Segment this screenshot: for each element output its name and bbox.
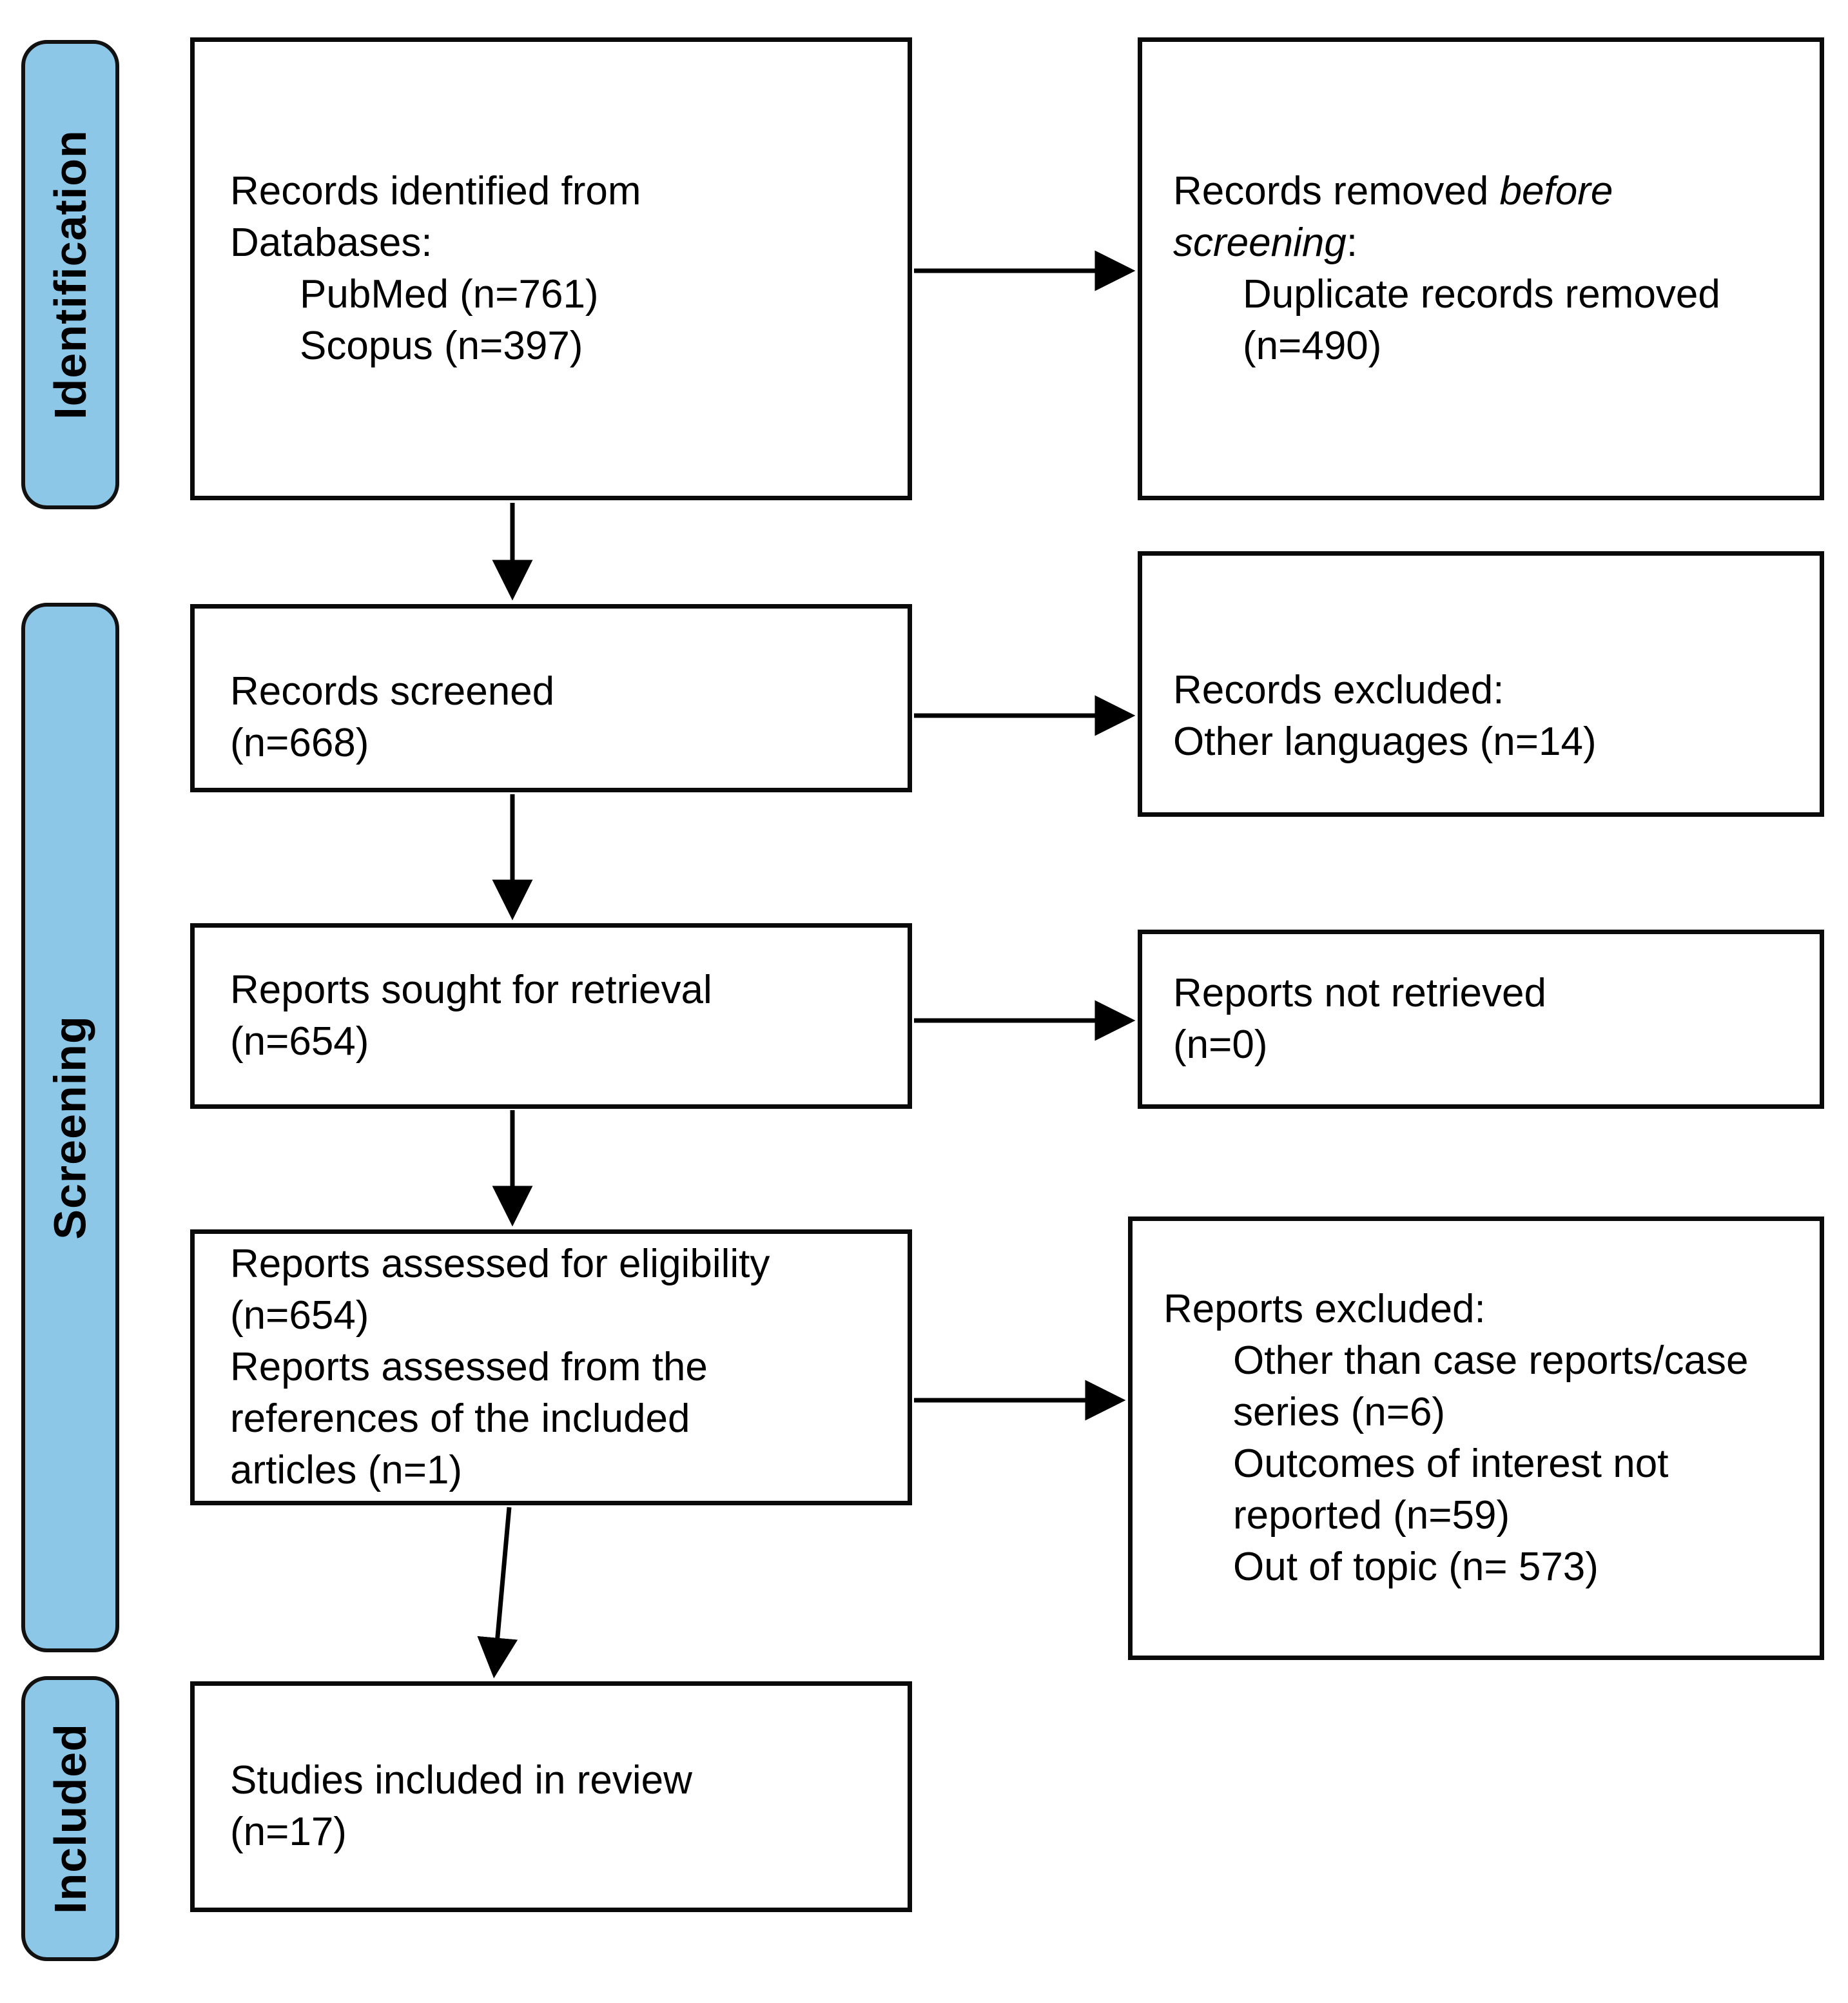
- box-text-line: Reports excluded:: [1163, 1287, 1486, 1331]
- box-text-line: (n=17): [230, 1810, 347, 1854]
- box-text-line: Reports sought for retrieval: [230, 968, 712, 1012]
- box-text-line: screening:: [1173, 220, 1358, 265]
- box-text-line: (n=654): [230, 1019, 369, 1064]
- box-text-line: (n=0): [1173, 1022, 1268, 1067]
- stage-bar-screening: Screening: [21, 603, 119, 1652]
- box-text-line: PubMed (n=761): [300, 272, 599, 317]
- box-text-line: Other languages (n=14): [1173, 719, 1597, 764]
- box-text-line: (n=668): [230, 721, 369, 765]
- box-text-line: Outcomes of interest not: [1233, 1441, 1669, 1486]
- box-records-removed-before-screening: Records removed before screening: Duplicat…: [1138, 37, 1824, 500]
- box-text-line: Records excluded:: [1173, 668, 1504, 712]
- box-reports-sought-for-retrieval: Reports sought for retrieval (n=654): [190, 923, 912, 1109]
- stage-label-identification: Identification: [45, 130, 95, 420]
- box-text-line: Studies included in review: [230, 1758, 692, 1803]
- box-text-line: reported (n=59): [1233, 1493, 1510, 1538]
- box-text-line: Other than case reports/case: [1233, 1338, 1749, 1383]
- stage-label-included: Included: [45, 1723, 96, 1914]
- box-studies-included-in-review: Studies included in review (n=17): [190, 1681, 912, 1912]
- box-reports-assessed-for-eligibility: Reports assessed for eligibility (n=654) R…: [190, 1229, 912, 1505]
- stage-label-screening: Screening: [45, 1015, 96, 1240]
- box-text-line: (n=490): [1243, 324, 1382, 368]
- box-text-line: Out of topic (n= 573): [1233, 1545, 1599, 1589]
- arrow-assessed-to-included: [477, 1507, 518, 1679]
- box-text-line: Records screened: [230, 669, 555, 714]
- box-text-line: (n=654): [230, 1293, 369, 1338]
- box-records-excluded: Records excluded: Other languages (n=14): [1138, 551, 1824, 817]
- box-text-line: Records removed before: [1173, 169, 1613, 213]
- box-text-line: articles (n=1): [230, 1448, 463, 1492]
- box-text-line: Reports not retrieved: [1173, 971, 1546, 1015]
- box-reports-not-retrieved: Reports not retrieved (n=0): [1138, 930, 1824, 1109]
- box-text-line: Databases:: [230, 220, 433, 265]
- box-text-line: Reports assessed for eligibility: [230, 1242, 770, 1286]
- box-records-screened: Records screened (n=668): [190, 604, 912, 792]
- stage-bar-included: Included: [21, 1676, 119, 1961]
- box-text-line: Records identified from: [230, 169, 641, 213]
- box-text-line: series (n=6): [1233, 1390, 1446, 1434]
- box-text-line: Duplicate records removed: [1243, 272, 1720, 317]
- box-text-line: Reports assessed from the: [230, 1345, 708, 1389]
- box-text-line: Scopus (n=397): [300, 324, 583, 368]
- box-reports-excluded: Reports excluded: Other than case reports…: [1128, 1216, 1824, 1660]
- box-text-line: references of the included: [230, 1396, 690, 1441]
- stage-bar-identification: Identification: [21, 40, 119, 509]
